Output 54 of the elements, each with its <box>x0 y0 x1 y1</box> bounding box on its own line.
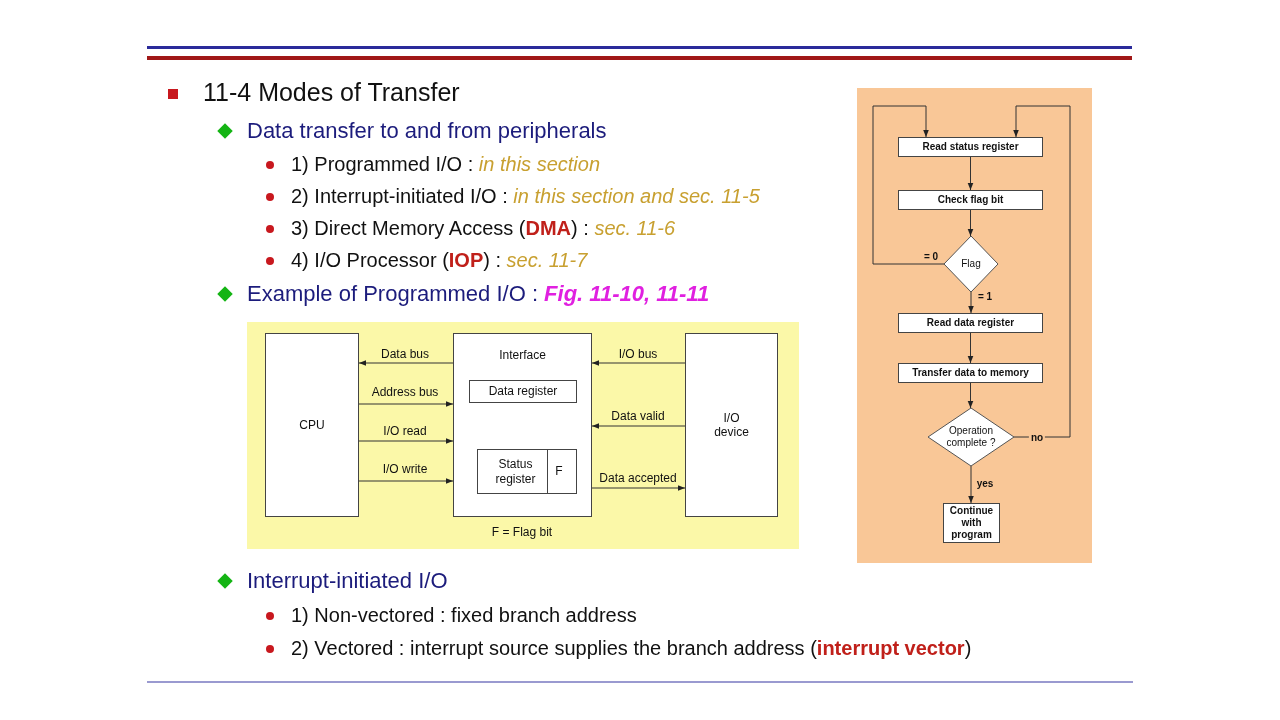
arrow <box>358 478 454 484</box>
arrow <box>1013 105 1071 438</box>
node-label: Status register <box>494 456 537 488</box>
bullet-text: Data transfer to and from peripherals <box>247 118 607 144</box>
arrow <box>967 209 974 237</box>
bullet-text: 1) Non-vectored : fixed branch address <box>291 603 637 627</box>
slide-title: 11-4 Modes of Transfer <box>203 78 460 107</box>
node-label: Flag <box>961 258 981 270</box>
bullet-text: Interrupt-initiated I/O <box>247 568 448 594</box>
arrow <box>358 401 454 407</box>
process-box <box>898 313 1043 333</box>
bullet-text: 2) Interrupt-initiated I/O : in this section and sec. 11-5 <box>291 184 760 208</box>
bullet-text: 1) Programmed I/O : in this section <box>291 152 600 176</box>
bullet-text: 4) I/O Processor (IOP) : sec. 11-7 <box>291 248 588 272</box>
arrow <box>967 156 974 191</box>
node-label: Continue with program <box>949 505 994 541</box>
arrow <box>968 291 974 314</box>
arrow <box>872 105 945 265</box>
arrow <box>358 360 454 366</box>
node-label: CPU <box>299 417 325 433</box>
decision-diamond <box>944 236 998 292</box>
node-label: Read status register <box>922 141 1019 153</box>
process-box <box>943 503 1000 543</box>
arrow <box>591 423 686 429</box>
process-box <box>898 363 1043 383</box>
register-box <box>469 380 577 403</box>
node-label: Read data register <box>926 317 1015 329</box>
edge-label: Data accepted <box>597 472 679 486</box>
register-box <box>477 449 577 494</box>
arrow <box>591 485 686 491</box>
figure-note: F = Flag bit <box>491 525 553 539</box>
block-box <box>453 333 592 517</box>
bullet-text: 2) Vectored : interrupt source supplies the branch address (interrupt vector) <box>291 636 972 660</box>
node-label: I/O device <box>713 410 750 440</box>
node-label: Check flag bit <box>937 194 1004 206</box>
arrow <box>968 465 974 504</box>
edge-label: = 1 <box>975 290 995 302</box>
arrow <box>591 360 686 366</box>
process-box <box>898 190 1043 210</box>
arrow <box>967 332 974 364</box>
arrow <box>967 382 974 409</box>
edge-label: = 0 <box>921 250 941 262</box>
bullet-text: 3) Direct Memory Access (DMA) : sec. 11-6 <box>291 216 676 240</box>
node-label: Transfer data to memory <box>912 367 1029 379</box>
node-label: Data register <box>488 384 558 399</box>
process-box <box>898 137 1043 157</box>
block-box <box>265 333 359 517</box>
flag-label: F <box>547 450 570 493</box>
decision-diamond <box>928 408 1014 466</box>
node-label: Interface <box>499 348 546 363</box>
block-box <box>685 333 778 517</box>
bullet-text: Example of Programmed I/O : Fig. 11-10, 11-11 <box>247 281 710 307</box>
arrow <box>358 438 454 444</box>
node-label: Operation complete ? <box>945 425 997 449</box>
